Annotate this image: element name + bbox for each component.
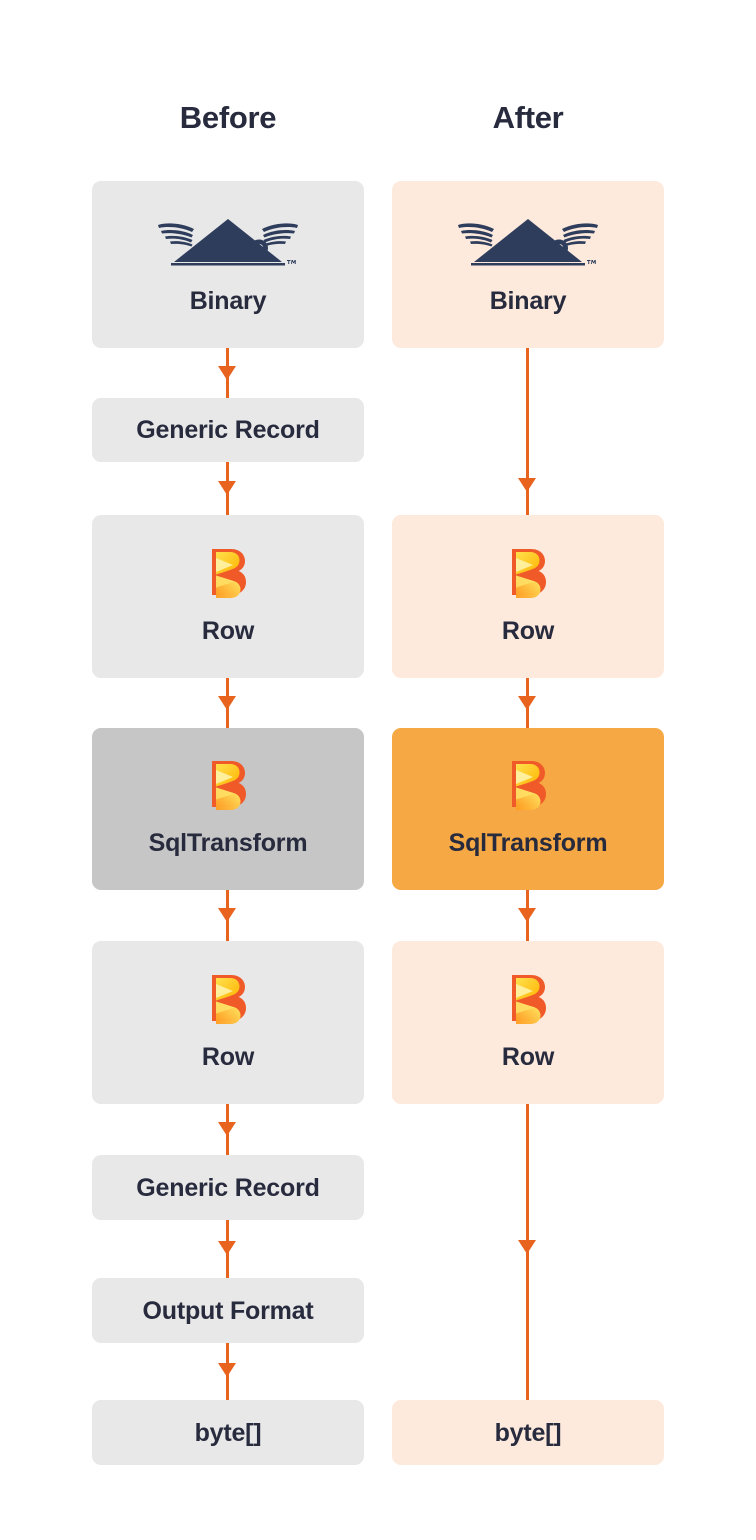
column-heading-before: Before <box>179 100 277 135</box>
node-before-row-1[interactable]: Row <box>92 515 364 678</box>
node-before-output-format[interactable]: Output Format <box>92 1278 364 1343</box>
arrowhead-before-5 <box>218 1122 236 1136</box>
node-label: Binary <box>189 286 267 315</box>
arrowhead-before-3 <box>218 696 236 710</box>
node-label: Output Format <box>142 1296 314 1325</box>
arrowhead-before-2 <box>218 481 236 495</box>
arrowhead-before-1 <box>218 366 236 380</box>
node-label: Generic Record <box>136 1173 320 1202</box>
node-before-binary[interactable]: Binary <box>92 181 364 348</box>
beam-logo <box>209 760 247 814</box>
node-label: Row <box>201 1042 255 1071</box>
beam-logo <box>509 548 547 602</box>
connector-after-1 <box>526 348 529 515</box>
arrowhead-before-6 <box>218 1241 236 1255</box>
arrowhead-after-2 <box>518 696 536 710</box>
node-before-generic-record-2[interactable]: Generic Record <box>92 1155 364 1220</box>
node-label: Row <box>501 616 555 645</box>
node-before-row-2[interactable]: Row <box>92 941 364 1104</box>
node-after-binary[interactable]: Binary <box>392 181 664 348</box>
node-before-sqltransform[interactable]: SqlTransform <box>92 728 364 890</box>
node-after-byte-array[interactable]: byte[] <box>392 1400 664 1465</box>
node-before-byte-array[interactable]: byte[] <box>92 1400 364 1465</box>
beam-logo <box>509 974 547 1028</box>
arrowhead-after-4 <box>518 1240 536 1254</box>
column-heading-after: After <box>492 100 564 135</box>
beam-logo <box>509 760 547 814</box>
node-label: byte[] <box>194 1418 262 1447</box>
node-after-row-1[interactable]: Row <box>392 515 664 678</box>
node-label: Row <box>201 616 255 645</box>
avro-logo <box>156 210 300 272</box>
node-after-sqltransform[interactable]: SqlTransform <box>392 728 664 890</box>
avro-logo <box>456 210 600 272</box>
arrowhead-before-4 <box>218 908 236 922</box>
arrowhead-after-3 <box>518 908 536 922</box>
beam-logo <box>209 974 247 1028</box>
beam-logo <box>209 548 247 602</box>
node-label: SqlTransform <box>148 829 308 857</box>
node-label: Row <box>501 1042 555 1071</box>
node-label: Binary <box>489 286 567 315</box>
node-label: byte[] <box>494 1418 562 1447</box>
arrowhead-before-7 <box>218 1363 236 1377</box>
node-label: Generic Record <box>136 416 320 444</box>
node-after-row-2[interactable]: Row <box>392 941 664 1104</box>
node-before-generic-record-1[interactable]: Generic Record <box>92 398 364 462</box>
node-label: SqlTransform <box>448 829 608 857</box>
arrowhead-after-1 <box>518 478 536 492</box>
